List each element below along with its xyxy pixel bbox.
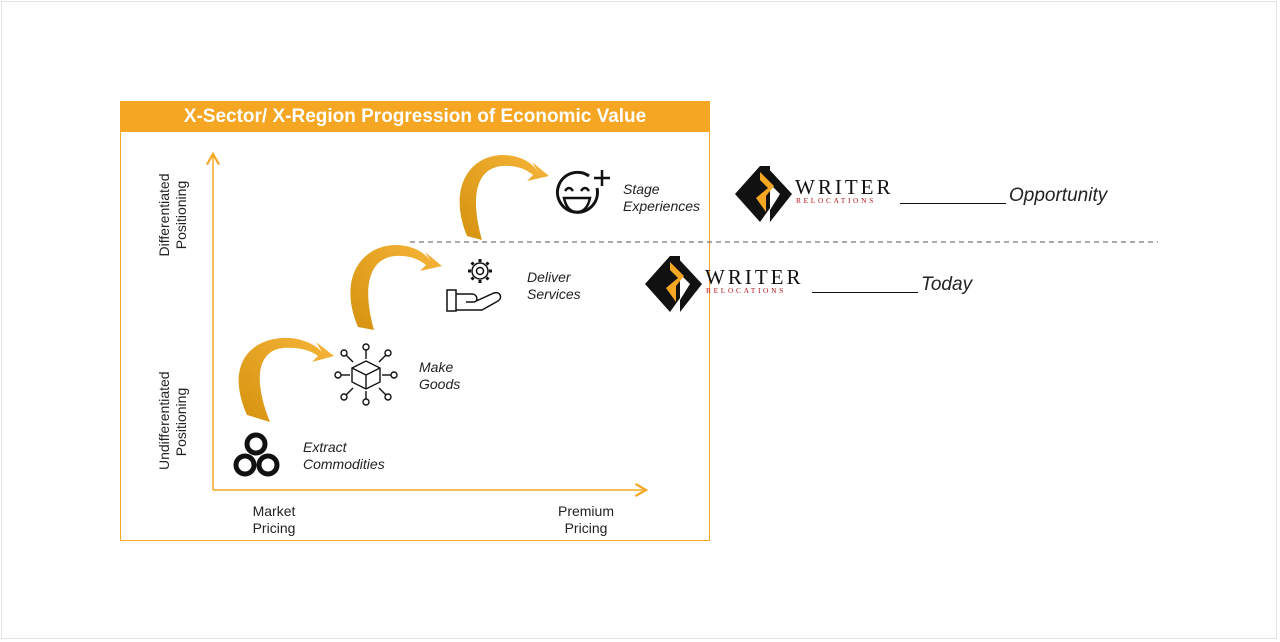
coils-icon <box>233 432 280 477</box>
brand-logo-mark-today <box>645 256 702 312</box>
y-label-bottom: Undifferentiated Positioning <box>156 371 189 470</box>
diagram-title: X-Sector/ X-Region Progression of Econom… <box>120 101 710 132</box>
level-opportunity: Opportunity <box>1009 185 1108 206</box>
progress-arrow-2 <box>350 245 442 330</box>
x-label-left: Market Pricing <box>252 503 296 536</box>
progress-arrow-3 <box>459 155 549 240</box>
opportunity-rule <box>900 203 1006 204</box>
y-label-top: Differentiated Positioning <box>156 173 189 257</box>
brand-logo-mark-opportunity <box>735 166 792 222</box>
smiley-plus-icon <box>555 170 610 214</box>
level-today: Today <box>921 274 973 295</box>
brand-wordmark-opportunity: WRITER <box>795 175 894 199</box>
box-network-icon <box>334 343 398 406</box>
brand-wordmark-today: WRITER <box>705 265 804 289</box>
today-rule <box>812 292 918 293</box>
brand-subtitle-today: RELOCATIONS <box>706 286 786 295</box>
brand-subtitle-opportunity: RELOCATIONS <box>796 196 876 205</box>
progress-arrow-1 <box>238 337 334 422</box>
x-label-right: Premium Pricing <box>557 503 614 536</box>
gear-hand-icon <box>446 259 502 312</box>
